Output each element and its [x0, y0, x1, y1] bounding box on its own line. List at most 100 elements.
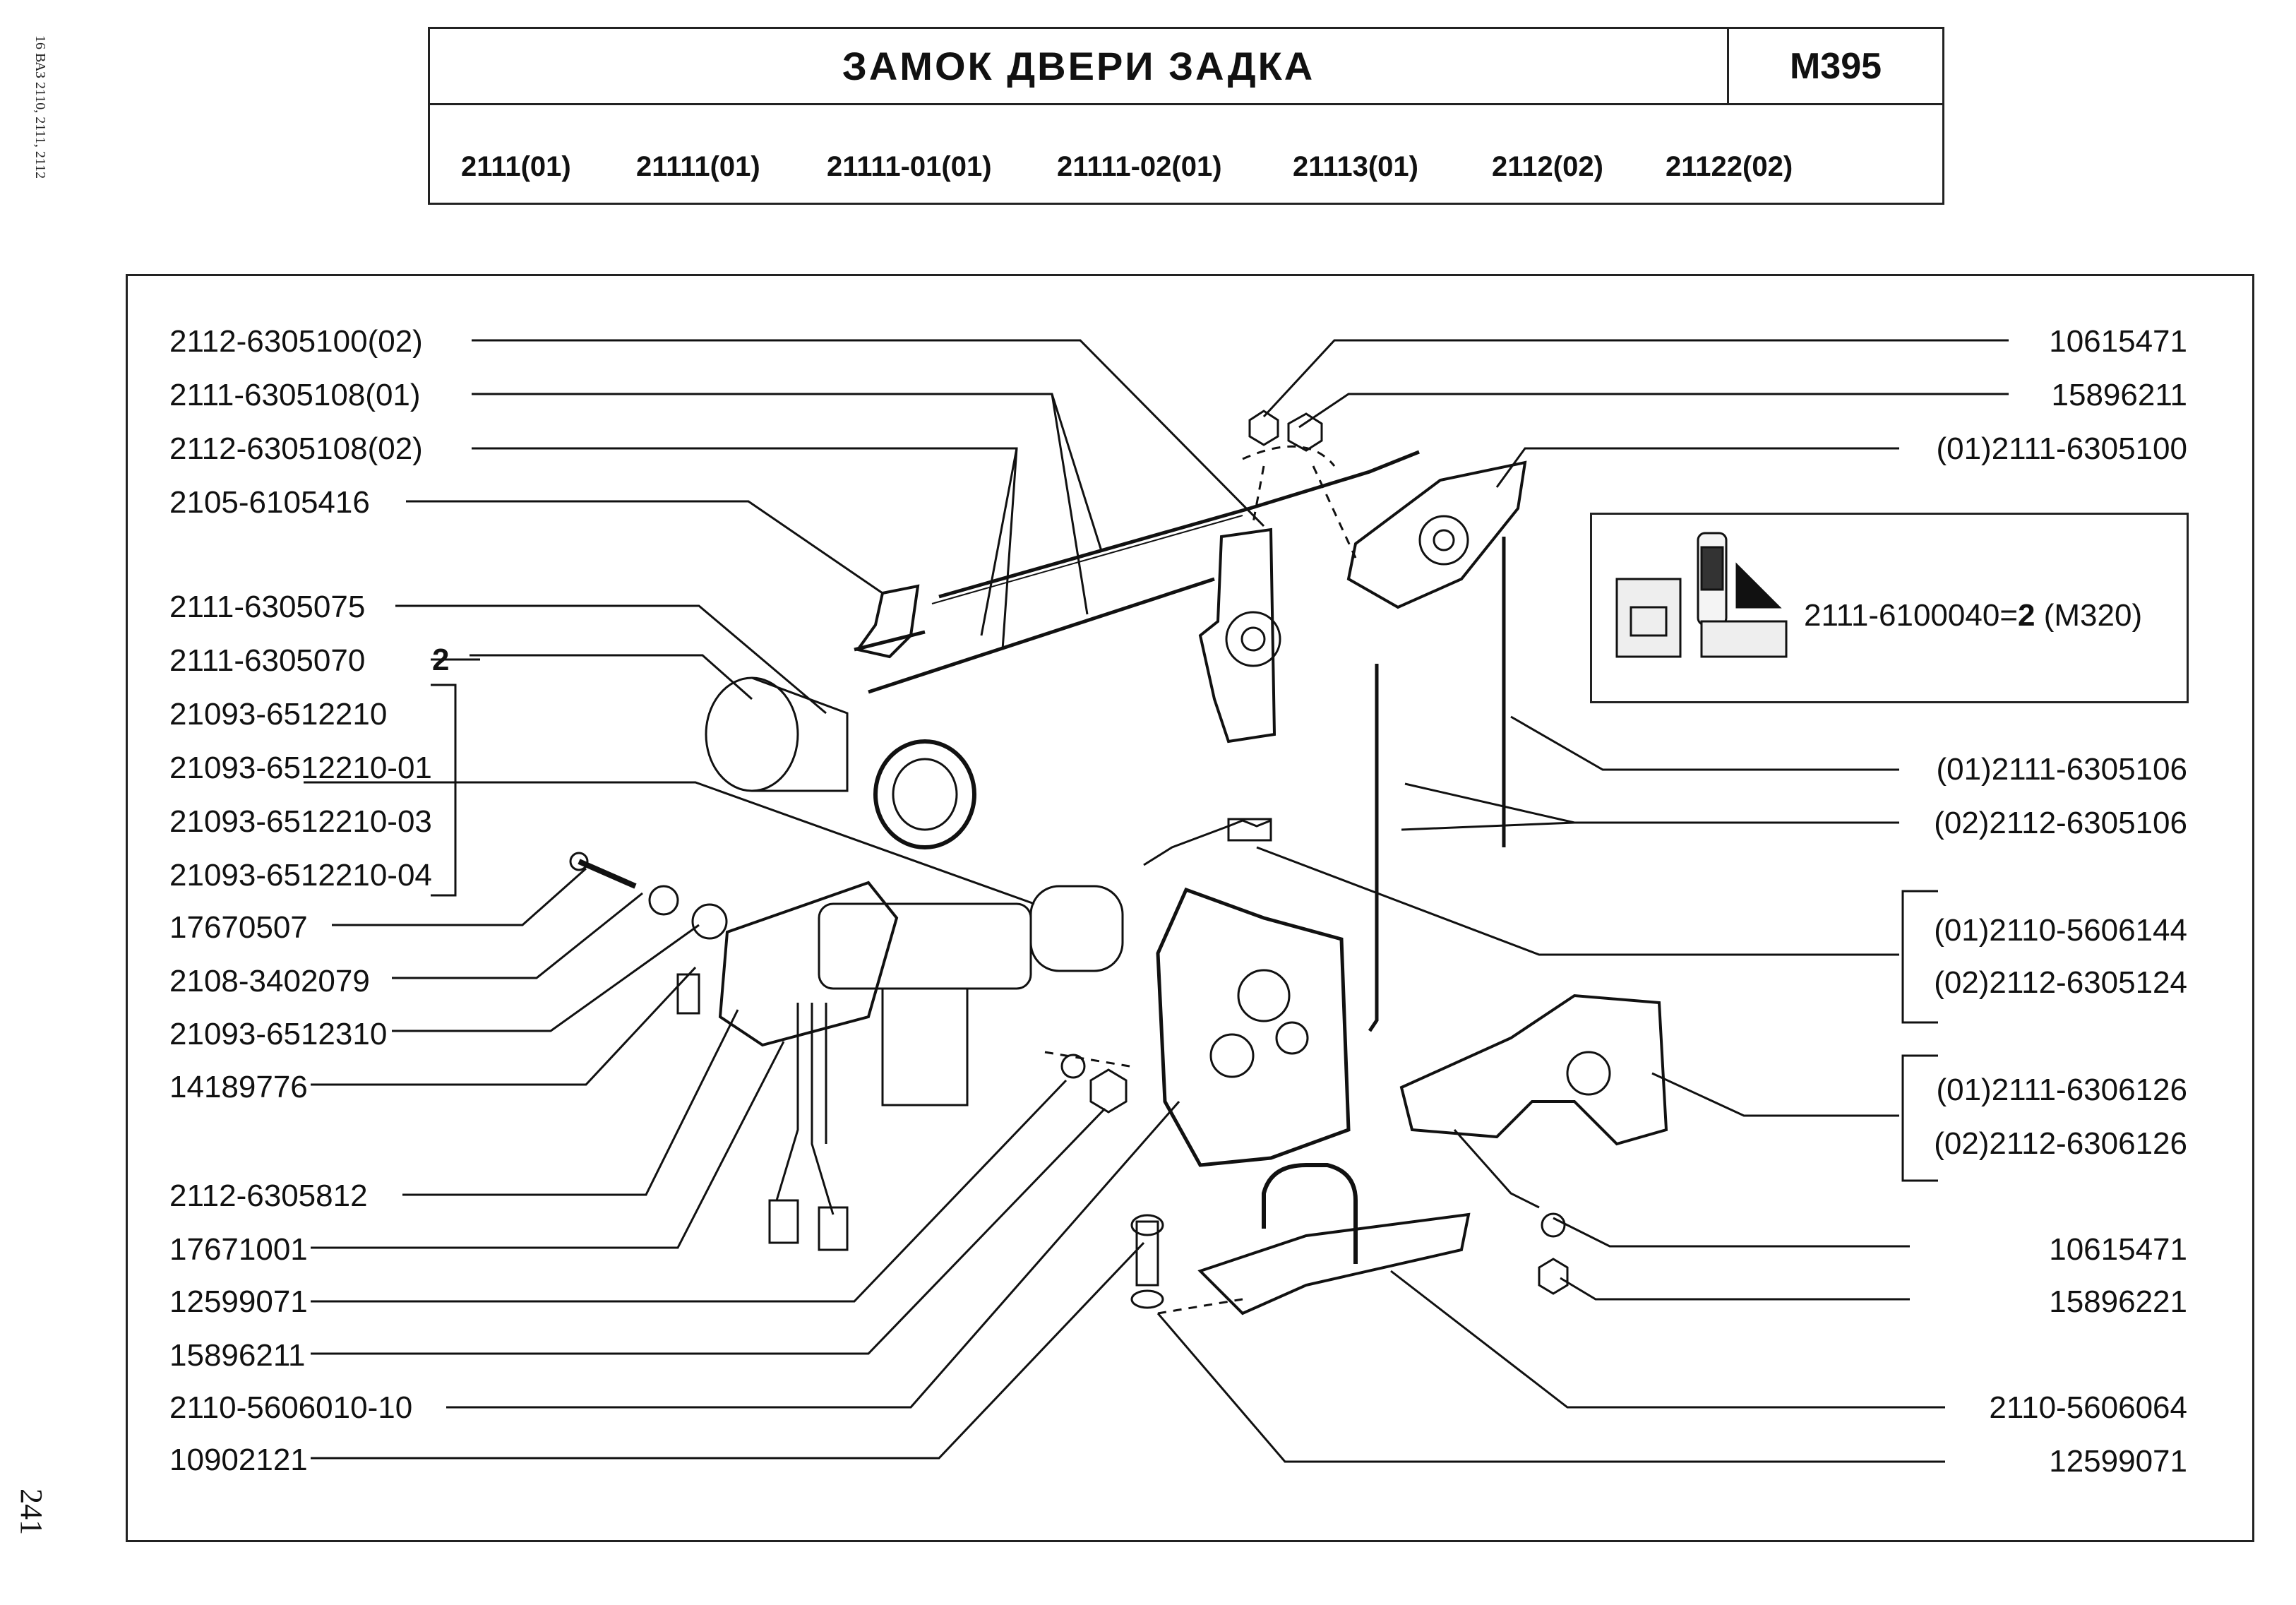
model-item: 21122(02): [1666, 151, 1793, 182]
spring-part: [1143, 819, 1272, 866]
model-list: 2111(01) 21111(01) 21111-01(01) 21111-02…: [430, 105, 1942, 204]
washer-part: [1060, 1054, 1086, 1079]
model-item: 21113(01): [1293, 151, 1418, 182]
upper-bracket-part: [1198, 527, 1276, 744]
leader-line: [1156, 1313, 1945, 1463]
cylinder-part: [705, 676, 799, 792]
leader-line: [311, 1041, 785, 1249]
leader-line: [470, 654, 753, 700]
part-label: 10615471: [2049, 1232, 2187, 1267]
leader-line: [1651, 1072, 1899, 1117]
part-label: 2112-6305100(02): [169, 324, 423, 359]
part-label: 2112-6305812: [169, 1179, 368, 1213]
main-lock-part: [1156, 887, 1351, 1167]
leader-line: [311, 1079, 1068, 1303]
part-label: 21093-6512210-01: [169, 751, 432, 785]
inset-eq: =: [1999, 598, 2019, 633]
part-label: 2110-5606064: [1989, 1390, 2187, 1425]
clip-small-part: [676, 973, 700, 1015]
part-label: (01)2111-6306126: [1936, 1073, 2187, 1107]
part-label: 21093-6512310: [169, 1017, 388, 1051]
bracket: [1901, 1054, 1938, 1182]
leader-line: [1553, 1217, 1910, 1248]
upper-right-plate-part: [1346, 460, 1527, 609]
inset-box: 2111-6100040=2 (М320): [1590, 513, 2189, 703]
inset-qty: 2: [2018, 598, 2035, 633]
seal-ring-part: [873, 739, 976, 849]
leader-line: [1560, 1277, 1910, 1301]
leader-line: [332, 867, 587, 926]
leader-line: [472, 447, 1018, 650]
bushing-part: [691, 903, 728, 940]
leader-line: [392, 924, 700, 1032]
model-item: 21111-02(01): [1057, 151, 1222, 182]
page-title: ЗАМОК ДВЕРИ ЗАДКА: [430, 29, 1729, 103]
rod-part: [931, 515, 1243, 604]
actuator-bracket-part: [718, 881, 899, 1047]
leader-line: [311, 1241, 1145, 1460]
part-label: 2111-6305070: [169, 643, 366, 678]
dash-line: [1242, 445, 1336, 467]
bracket: [431, 684, 457, 897]
leader-line: [1298, 393, 2009, 429]
leader-line: [392, 892, 643, 979]
model-item: 21111(01): [636, 151, 760, 182]
part-label: 12599071: [169, 1284, 308, 1319]
part-label: (02)2112-6306126: [1934, 1126, 2187, 1161]
washer-part: [1130, 1289, 1164, 1309]
sleeve-part: [1227, 818, 1272, 842]
leader-line: [1256, 846, 1899, 956]
leader-line: [446, 1101, 1180, 1409]
section-code: М395: [1789, 45, 1882, 87]
upper-right-rotor-part: [1418, 515, 1469, 566]
right-bracket-part: [1399, 994, 1668, 1146]
inset-ref: (М320): [2043, 598, 2143, 633]
rod-part: [938, 450, 1420, 599]
leader-line: [1510, 715, 1899, 771]
bushing-part: [648, 885, 679, 916]
leader-line: [472, 339, 1265, 527]
part-label: (01)2110-5606144: [1934, 913, 2187, 948]
leader-line: [1390, 1270, 1945, 1409]
leader-line: [311, 1107, 1106, 1355]
inset-part: 2111-6100040: [1804, 598, 2000, 633]
washer-part: [1541, 1212, 1566, 1238]
leader-line: [1401, 821, 1575, 831]
sealant-icon: [1615, 532, 1788, 658]
part-label: 17671001: [169, 1232, 308, 1267]
part-label: 15896221: [2049, 1284, 2187, 1319]
leader-line: [1404, 782, 1899, 824]
rod-part: [1368, 664, 1379, 1032]
part-label: 2108-3402079: [169, 964, 370, 998]
part-label: 12599071: [2049, 1444, 2187, 1479]
part-label: (02)2112-6305106: [1934, 806, 2187, 840]
leader-line: [402, 1009, 739, 1196]
diagram-frame: [126, 274, 2254, 1542]
leader-line: [304, 781, 1035, 905]
striker-part: [1197, 1212, 1471, 1315]
screw-part: [578, 859, 637, 889]
part-label: 21093-6512210: [169, 697, 388, 732]
leader-line: [1051, 393, 1089, 615]
part-label: 14189776: [169, 1070, 308, 1104]
part-label: 17670507: [169, 910, 308, 945]
model-item: 2111(01): [461, 151, 571, 182]
part-label: (02)2112-6305124: [1934, 965, 2187, 1000]
part-label: 2112-6305108(02): [169, 431, 423, 466]
part-label: 15896211: [2051, 378, 2188, 412]
quantity-marker: 2: [432, 643, 450, 677]
model-item: 21111-01(01): [827, 151, 992, 182]
bracket: [1901, 890, 1938, 1024]
nut-part: [1287, 412, 1323, 452]
leader-line: [1262, 339, 2009, 418]
leader-line: [406, 500, 883, 595]
part-label: 2110-5606010-10: [169, 1390, 413, 1425]
nut-part: [1089, 1068, 1128, 1114]
part-label: 15896211: [169, 1338, 306, 1373]
part-label: 2111-6305075: [169, 590, 366, 624]
leader-line: [311, 966, 697, 1086]
part-label: (01)2111-6305100: [1936, 431, 2187, 466]
part-label: 10902121: [169, 1443, 308, 1477]
clip-part: [855, 584, 920, 659]
